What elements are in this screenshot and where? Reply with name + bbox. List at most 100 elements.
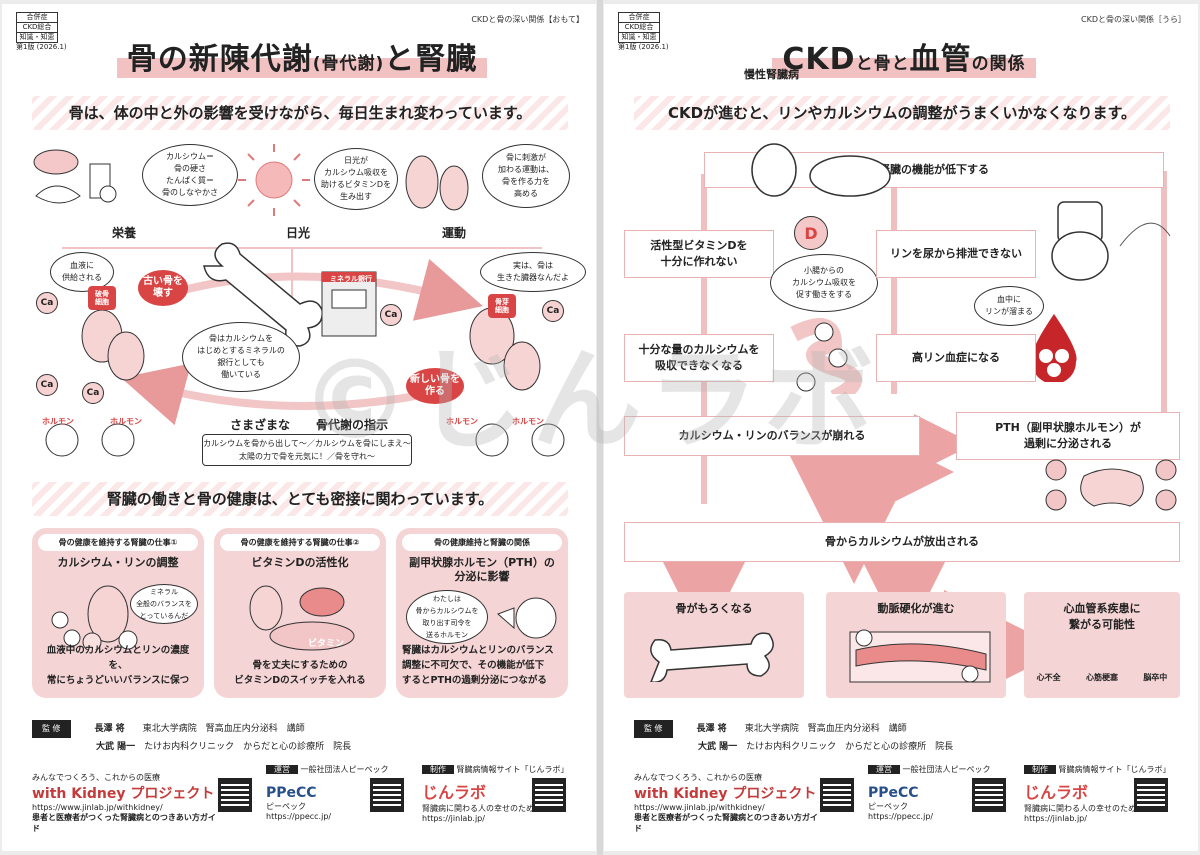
headline-band: 骨は、体の中と外の影響を受けながら、毎日生まれ変わっています。 [32,96,568,130]
headline-band: CKDが進むと、リンやカルシウムの調整がうまくいかなくなります。 [634,96,1170,130]
title-paren: (骨代謝) [312,54,385,74]
calcium-icon: Ca [36,292,58,314]
operator-tag: 運営 [266,765,298,774]
qr-code[interactable] [532,778,566,812]
tag-line: 合併症 [619,13,659,23]
pth-excess: PTH（副甲状腺ホルモン）が 過剰に分泌される [956,412,1180,460]
wk-url[interactable]: https://www.jinlab.jp/withkidney/ [32,803,163,812]
title-b: 血管 [909,42,972,77]
cardiovascular: 心血管系疾患に 繋がる可能性 [1063,602,1141,631]
hormone-label: ホルモン [512,417,544,426]
ppecc-kana: ピーペック [868,802,908,811]
jinlab-url[interactable]: https://jinlab.jp/ [1024,814,1087,823]
category-tag: 合併症 CKD総合 知識・知恵 [16,12,58,43]
tag-line: 知識・知恵 [19,33,55,41]
back-page: 合併症 CKD総合 知識・知恵 第1版 (2026.1) CKDと骨の深い関係［… [604,4,1198,851]
exercise-bubble: 骨に刺激が 加わる運動は、 骨を作る力を 高める [482,144,570,208]
osteoclast-helmet: 破骨 細胞 [88,286,116,310]
tag-line: CKD総合 [619,23,659,33]
supervisor-tag: 監 修 [634,720,673,738]
bone-fragile: 骨がもろくなる [675,602,753,615]
qr-code[interactable] [370,778,404,812]
pth-character-icon [497,597,557,639]
sun-icon [238,144,310,216]
qr-code[interactable] [1134,778,1168,812]
title-ckd: CKD [782,42,856,77]
osteoblast-worker-icon [469,307,541,391]
hormone-label: ホルモン [446,417,478,426]
card-header: 骨の健康を維持する腎臓の仕事② [220,534,380,551]
vitamin-can-icon [249,585,355,651]
myocardial-infarction: 心筋梗塞 [1085,673,1118,682]
front-page: 合併症 CKD総合 知識・知恵 第1版 (2026.1) CKDと骨の深い関係【… [2,4,596,851]
wk-desc: 患者と医療者がつくった腎臓病とのつきあい方ガイド [32,813,216,833]
supervisors: 監 修長澤 将 東北大学病院 腎高血圧内分泌科 講師 大武 陽一 たけお内科クリ… [32,720,351,756]
hormone-label: ホルモン [110,417,142,426]
sunlight-bubble: 日光が カルシウム吸収を 助けるビタミンDを 生み出す [314,148,398,210]
bank-sign: ミネラル銀行 [330,275,372,283]
bone-organ-bubble: 実は、骨は 生きた臓器なんだよ [480,252,586,292]
title-a: と骨と [855,54,910,74]
calcium-icon: Ca [380,304,402,326]
broken-bone-icon [649,632,774,683]
jinlab-url[interactable]: https://jinlab.jp/ [422,814,485,823]
qr-code[interactable] [218,778,252,812]
edition: 第1版 (2026.1) [618,43,669,51]
title-end: と腎臓 [384,42,478,77]
wk-url[interactable]: https://www.jinlab.jp/withkidney/ [634,803,765,812]
footer: みんなでつくろう、これからの医療 with Kidney プロジェクト http… [634,764,1174,834]
footer: みんなでつくろう、これからの医療 with Kidney プロジェクト http… [32,764,572,834]
card-text: 血液中のカルシウムとリンの濃度を、 常にちょうどいいバランスに保つ [46,645,190,686]
make-new-bone-badge: 新しい骨を 作る [406,368,464,404]
label-nutrition: 栄養 [112,226,137,240]
thyroid-pth-icon [1045,459,1177,511]
calcium-icon: Ca [36,374,58,396]
wk-name: with Kidney プロジェクト [32,786,215,802]
qr-code[interactable] [820,778,854,812]
supervisor-affiliation: 東北大学病院 腎高血圧内分泌科 講師 [142,724,305,734]
with-kidney-logo: みんなでつくろう、これからの医療 with Kidney プロジェクト http… [32,772,222,834]
vitamin-d-bubble: 小腸からの カルシウム吸収を 促す働きをする [770,254,878,312]
edition: 第1版 (2026.1) [16,43,67,51]
vitamin-can-label: ビタミン [307,639,344,649]
label-various: さまざまな [230,418,291,432]
mineral-bank-bubble: 骨はカルシウムを はじめとするミネラルの 銀行としても 働いている [182,322,300,392]
arteriosclerosis-box: 動脈硬化が進む [826,592,1006,698]
food-icon [33,149,117,204]
ppecc-url[interactable]: https://ppecc.jp/ [868,812,934,821]
top-illustrations [33,144,469,216]
card-header: 骨の健康維持と腎臓の関係 [402,534,562,551]
label-command: 骨代謝の指示 [316,418,389,432]
supervisor-affiliation: たけお内科クリニック からだと心の診療所 院長 [746,742,954,752]
break-old-bone-badge: 古い骨を 壊す [138,270,188,306]
supervisor-affiliation: 東北大学病院 腎高血圧内分泌科 講師 [744,724,907,734]
wk-tagline: みんなでつくろう、これからの医療 [634,773,762,782]
card-vitamin-d: 骨の健康を維持する腎臓の仕事② ビタミンDの活性化 ビタミン 骨を丈夫にするため… [214,528,386,698]
heart-failure: 心不全 [1036,673,1061,682]
blood-drop-icon [1031,314,1077,382]
label-sunlight: 日光 [286,226,311,240]
bone-fragile-box: 骨がもろくなる [624,592,804,698]
page-fold [597,0,603,855]
card-text: 腎臓はカルシウムとリンのバランス 調整に不可欠で、その機能が低下 するとPTHの… [402,645,554,686]
headline-band-2: 腎臓の働きと骨の健康は、とても密接に関わっています。 [32,482,568,516]
jinlab-logo: じんラボ [1024,783,1089,802]
ppecc-url[interactable]: https://ppecc.jp/ [266,812,332,821]
phosphorus-not-excreted: リンを尿から排泄できない [876,230,1036,278]
bone-cycle-diagram [45,242,565,457]
tag-line: CKD総合 [17,23,57,33]
tag-line: 合併症 [17,13,57,23]
tired-kidney-icon [751,143,891,197]
osteoblast-helmet: 骨芽 細胞 [488,294,516,318]
ppecc-kana: ピーペック [266,802,306,811]
bone-characters-icon [405,155,469,211]
title-main: 骨の新陳代謝 [126,42,313,77]
calcium-icon: Ca [82,382,104,404]
producer-name: 腎臓病情報サイト「じんラボ」 [1058,765,1171,774]
supervisor-name: 長澤 将 [696,724,727,734]
qr-code[interactable] [972,778,1006,812]
page-label: CKDと骨の深い関係【おもて】 [471,15,584,24]
phosphorus-bubble: 血中に リンが溜まる [974,286,1044,326]
toilet-icon [1051,201,1171,281]
vitamin-d-insufficient: 活性型ビタミンDを 十分に作れない [624,230,774,278]
